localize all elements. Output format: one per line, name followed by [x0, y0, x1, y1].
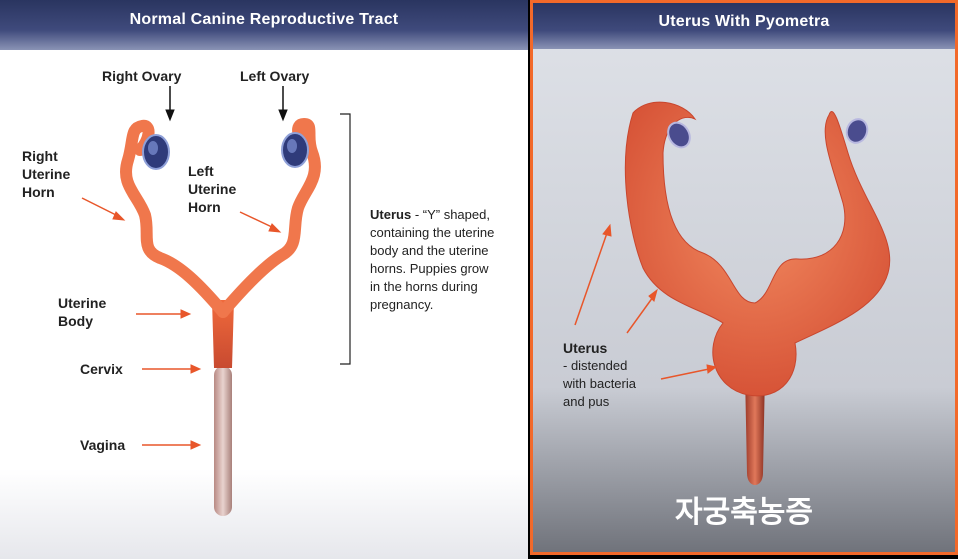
pyometra-illustration — [574, 101, 891, 485]
right-ovary-label: Right Ovary — [102, 68, 182, 84]
cervix-label: Cervix — [80, 361, 123, 377]
pyometra-vagina-shape — [745, 373, 765, 485]
distended-uterus-shape — [624, 101, 891, 397]
uterus-term: Uterus — [370, 207, 412, 222]
uterine-body-label: Uterine Body — [58, 295, 107, 329]
vagina-label: Vagina — [80, 437, 126, 453]
left-uterine-horn-label: Left Uterine Horn — [188, 163, 237, 215]
normal-tract-title: Normal Canine Reproductive Tract — [0, 0, 528, 50]
ovary-pointer-arrows — [165, 86, 288, 122]
normal-tract-illustration — [81, 86, 351, 516]
uterus-description: Uterus - “Y” shaped, containing the uter… — [370, 207, 495, 312]
normal-tract-panel: Normal Canine Reproductive Tract — [0, 0, 528, 559]
pyometra-title: Uterus With Pyometra — [533, 3, 955, 49]
right-uterine-horn-label: Right Uterine Horn — [22, 148, 71, 200]
pyometra-panel: Uterus With Pyometra — [530, 0, 958, 555]
left-horn-shape — [217, 118, 321, 318]
uterus-bracket — [340, 113, 351, 365]
vagina-shape — [214, 366, 232, 516]
pyometra-uterus-label: Uterus - distended with bacteria and pus — [563, 340, 636, 409]
right-horn-shape — [120, 119, 229, 318]
label-arrows — [81, 197, 282, 450]
korean-caption: 자궁축농증 — [675, 496, 813, 529]
pyometra-right-ovary — [667, 121, 691, 149]
pyometra-label-arrows — [574, 223, 718, 380]
uterine-body-shape — [212, 300, 234, 368]
bottom-fade — [0, 469, 528, 559]
left-ovary-label: Left Ovary — [240, 68, 310, 84]
pyometra-left-ovary — [845, 118, 869, 144]
